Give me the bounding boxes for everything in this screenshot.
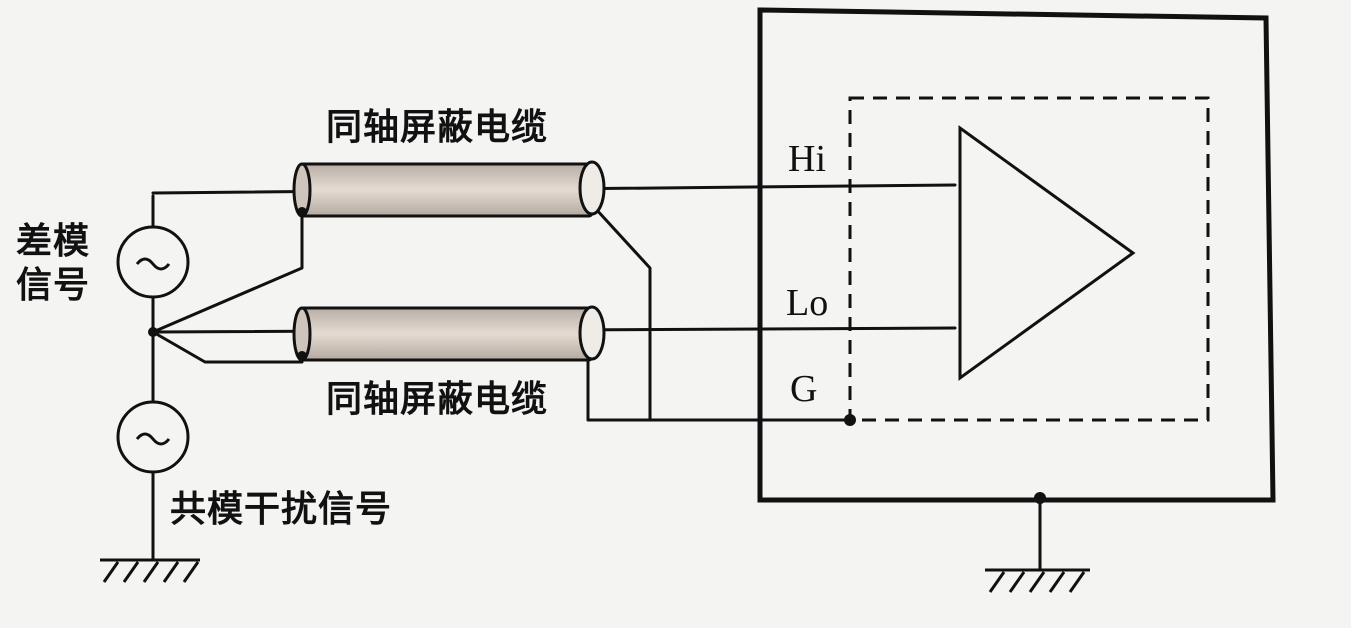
ac-source-differential — [116, 225, 190, 299]
label-lo-terminal: Lo — [786, 282, 829, 324]
junction-dot-bottom-shield — [297, 351, 307, 361]
ground-symbol-right — [985, 498, 1090, 593]
bottom-shield-lead — [151, 330, 304, 364]
top-shield-lead — [151, 210, 304, 334]
guard-shield-dashed — [848, 96, 1210, 422]
amplifier-triangle — [958, 125, 1136, 381]
label-g-terminal: G — [790, 368, 818, 410]
label-differential-signal: 差模信号 — [16, 221, 91, 306]
ac-source-common-mode — [116, 400, 190, 474]
label-common-mode-signal: 共模干扰信号 — [170, 489, 393, 530]
ground-symbol-left — [100, 558, 200, 583]
junction-dot-top-shield — [297, 207, 307, 217]
junction-dot-common — [148, 327, 158, 337]
instrument-case — [757, 7, 1276, 503]
top-shield-drain — [593, 206, 652, 422]
coax-cable-top — [292, 160, 606, 218]
bottom-shield-drain — [586, 348, 852, 422]
label-cable-top: 同轴屏蔽电缆 — [326, 107, 549, 148]
label-hi-terminal: Hi — [788, 138, 826, 180]
coax-cable-bottom — [292, 305, 606, 362]
label-cable-bottom: 同轴屏蔽电缆 — [326, 379, 549, 420]
